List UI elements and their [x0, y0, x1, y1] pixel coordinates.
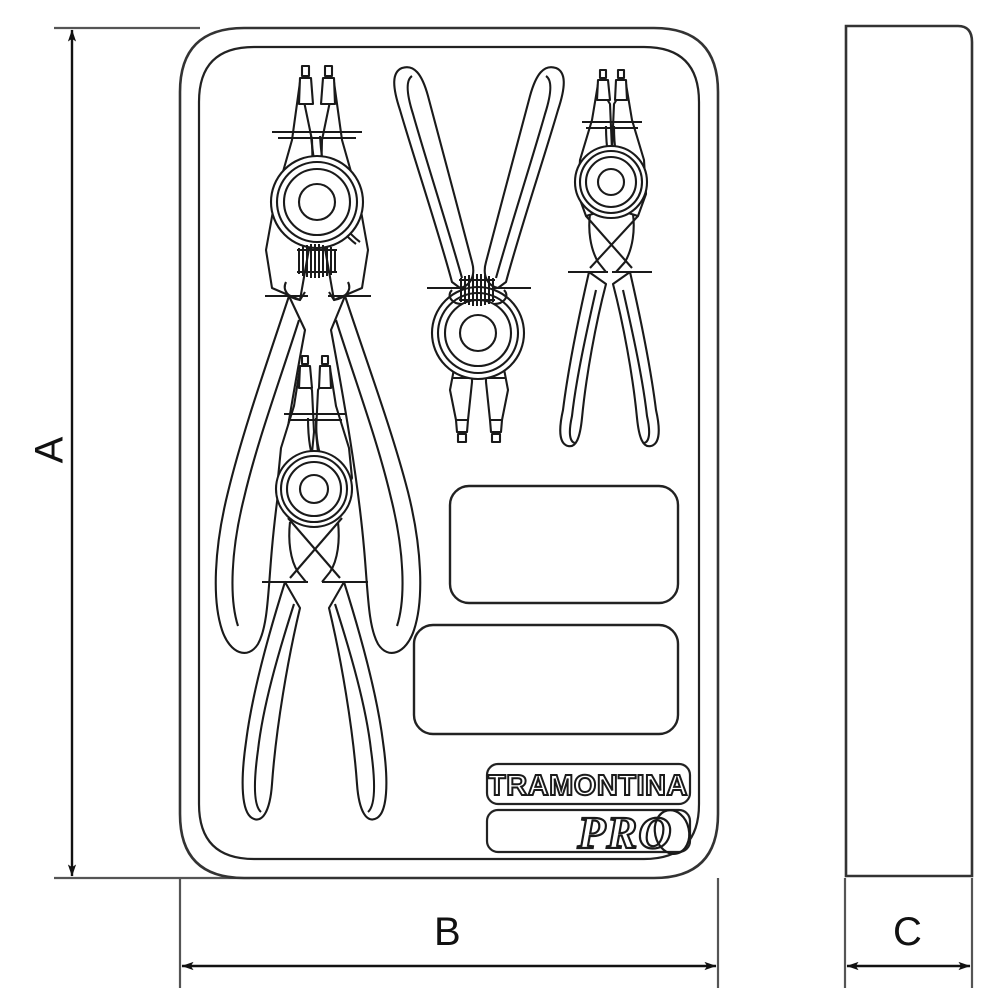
plier2-tip-right	[488, 418, 504, 444]
plier1-pivot-mid	[275, 160, 359, 244]
plier-external-straight	[393, 66, 565, 444]
plier2-handle-left	[393, 66, 475, 290]
plier2-shoulder-left	[448, 289, 463, 306]
label-slot-upper	[448, 484, 680, 605]
plier1-tip-right	[319, 64, 337, 106]
plier1-handle-right	[329, 294, 422, 654]
plier4-pivot-ring	[285, 460, 343, 518]
plier3-handle-left	[559, 270, 608, 448]
plier4-arm-cross-a	[287, 517, 341, 579]
plier1-shoulder-right	[328, 281, 351, 302]
plier4-arm-cross-b	[289, 517, 343, 579]
dimension-label-c: C	[893, 910, 922, 954]
brand-lettering-tramontina: TRAMONTINA	[487, 769, 688, 803]
plier1-spring	[297, 244, 337, 278]
plier2-shoulder-right	[493, 289, 508, 306]
label-slot-upper-rect	[448, 484, 680, 605]
plier1-handle-left-inner	[231, 319, 301, 627]
plier2-spring	[459, 274, 495, 306]
plier2-tip-left	[454, 418, 470, 444]
label-slot-lower-rect	[412, 623, 680, 736]
dimension-label-a: A	[27, 436, 72, 464]
plier1-handle-right-inner	[334, 319, 404, 627]
plier-external-bent	[241, 354, 388, 821]
dimension-arrows	[67, 29, 971, 971]
brand-text-tramontina: TRAMONTINA	[488, 770, 688, 802]
dimension-label-b: B	[434, 910, 461, 954]
plier3-pivot-ring	[584, 155, 638, 209]
plier3-handle-left-inner	[568, 289, 598, 445]
brand-text-pro: PRO	[577, 807, 673, 858]
plier3-tip-left	[595, 68, 612, 102]
plier-internal-bent	[559, 68, 660, 448]
plier4-handle-right-inner	[333, 603, 376, 813]
plier-internal-straight	[214, 64, 422, 654]
plier1-pivot-ring	[282, 167, 352, 237]
plier2-handle-right-inner	[494, 75, 552, 279]
plier4-arm-right	[321, 521, 340, 583]
label-slot-lower	[412, 623, 680, 736]
plier1-shoulder-left	[283, 281, 306, 302]
plier4-handle-left-inner	[253, 603, 296, 813]
plier3-handle-right-inner	[621, 289, 651, 445]
plier1-pivot-hole	[297, 182, 337, 222]
side-view-body	[844, 24, 974, 878]
brand-plaque-upper-rect	[485, 762, 692, 806]
plier3-pivot-hole	[596, 167, 626, 197]
plier2-handle-right	[483, 66, 565, 290]
extension-lines	[54, 26, 974, 988]
plier3-arm-cross-b	[589, 215, 639, 269]
plier4-tip-right	[317, 354, 333, 390]
plier2-handle-left-inner	[406, 75, 464, 279]
plier3-pivot-mid	[578, 149, 644, 215]
plier4-pivot-mid	[279, 454, 349, 524]
brand-pro-ring	[653, 809, 691, 855]
brand-plaque-tramontina	[485, 762, 692, 806]
plier3-arm-right	[615, 213, 635, 273]
plier4-tip-left	[297, 354, 314, 390]
side-view-outline	[844, 24, 974, 878]
plier3-handle-right	[611, 270, 660, 448]
plier4-arm-left	[288, 521, 307, 583]
plier3-arm-cross-a	[585, 215, 633, 269]
plier2-pivot-hole	[458, 313, 498, 353]
plier1-tip-left	[297, 64, 315, 106]
plier3-tip-right	[613, 68, 629, 102]
plier4-pivot-hole	[298, 473, 330, 505]
brand-lettering-pro: PRO	[575, 806, 691, 859]
